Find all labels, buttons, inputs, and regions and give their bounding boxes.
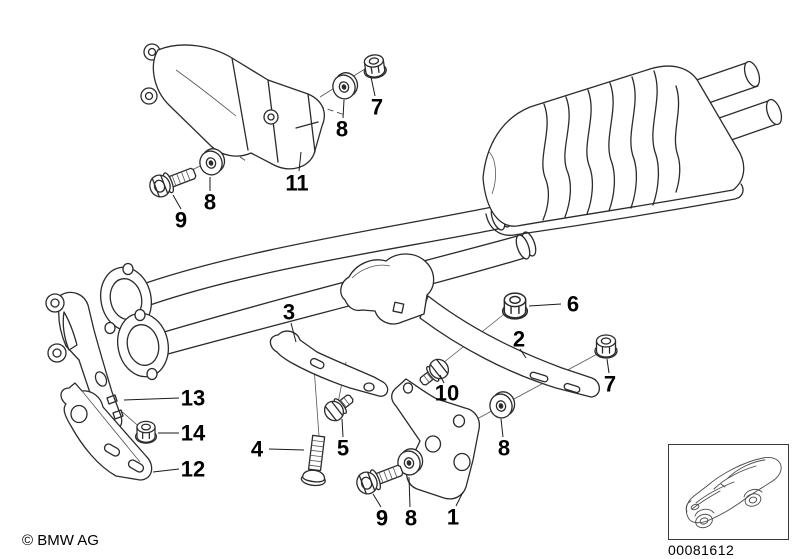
heat-shield-bracket-drawing (140, 43, 325, 170)
nut-14 (134, 420, 158, 444)
callout-9-bottom[interactable]: 9 (376, 506, 388, 531)
callout-leader-9-bottom (372, 493, 382, 508)
callout-leader-8-bottom (408, 476, 411, 508)
callout-leader-2 (519, 348, 527, 359)
vehicle-thumbnail-box (668, 444, 789, 540)
callout-leader-1 (455, 491, 464, 507)
callout-9-left[interactable]: 9 (175, 208, 187, 233)
callout-14[interactable]: 14 (181, 421, 206, 446)
callout-leader-10 (439, 374, 445, 384)
callout-12[interactable]: 12 (181, 457, 205, 482)
callout-leader-7-top (370, 76, 376, 97)
callout-6[interactable]: 6 (567, 292, 579, 317)
flange-b-drawing (117, 308, 169, 381)
side-bracket-drawing (60, 382, 153, 481)
callout-leader-6 (528, 303, 562, 307)
nut-6 (501, 292, 529, 320)
callout-3[interactable]: 3 (283, 300, 295, 325)
nut-7-right (594, 334, 618, 359)
callout-13[interactable]: 13 (181, 386, 205, 411)
bolt-9-left (146, 161, 200, 201)
rear-silencer-drawing (482, 60, 783, 236)
washer-8-right (486, 388, 519, 422)
callout-8-top[interactable]: 8 (336, 117, 348, 142)
callout-leader-4 (268, 448, 305, 451)
callout-leader-3 (290, 322, 297, 343)
callout-8-left[interactable]: 8 (204, 190, 216, 215)
callout-8-mid[interactable]: 8 (498, 436, 510, 461)
callout-7-right[interactable]: 7 (604, 372, 616, 397)
callout-leader-7-right (606, 358, 610, 374)
clamp-bracket-drawing (269, 330, 389, 397)
callout-leader-13 (123, 397, 180, 401)
callout-leader-5 (341, 418, 344, 438)
callout-4[interactable]: 4 (251, 437, 264, 462)
strap-bracket-drawing (340, 253, 601, 398)
car-thumbnail (685, 457, 782, 529)
nut-7-top (361, 52, 388, 81)
callout-leader-12 (152, 468, 180, 473)
bolt-9-bottom (353, 458, 407, 498)
callout-2[interactable]: 2 (513, 327, 525, 352)
callout-leader-8-mid (500, 418, 504, 438)
silencer-ribs (542, 70, 681, 221)
callout-10[interactable]: 10 (435, 381, 459, 406)
callout-7-top[interactable]: 7 (371, 95, 383, 120)
diagram-number: 00081612 (668, 542, 735, 558)
bolt-5 (320, 388, 359, 426)
callout-11[interactable]: 11 (285, 171, 308, 196)
callout-leader-9-left (172, 194, 182, 210)
fork-bracket-drawing (45, 291, 124, 432)
callout-8-bottom[interactable]: 8 (405, 506, 417, 531)
callout-leader-8-top (342, 99, 345, 119)
bolt-4 (300, 434, 326, 487)
callout-1[interactable]: 1 (447, 505, 459, 530)
copyright-text: © BMW AG (22, 532, 99, 549)
callout-5[interactable]: 5 (337, 436, 349, 461)
callout-leader-11 (298, 151, 302, 172)
